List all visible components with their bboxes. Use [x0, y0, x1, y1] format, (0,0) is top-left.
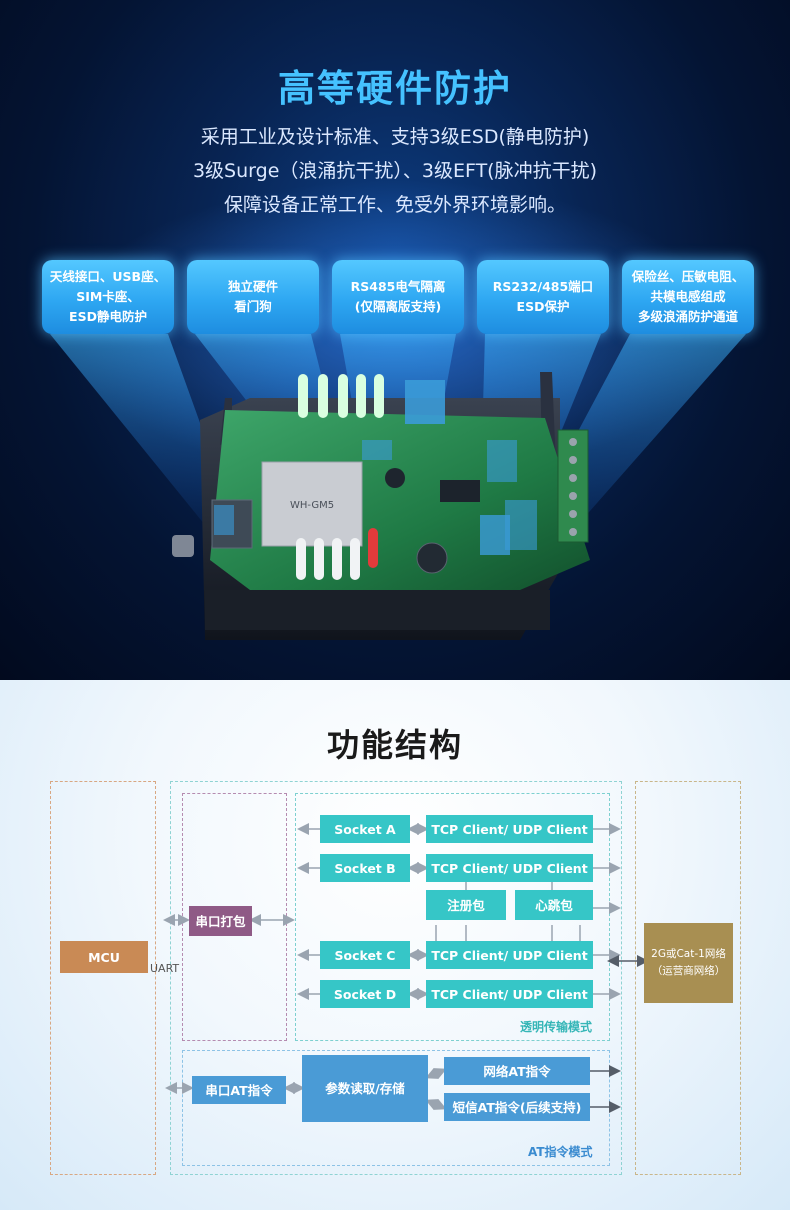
- card-line: RS232/485端口: [492, 279, 594, 294]
- card-line: 保险丝、压敏电阻、: [631, 269, 745, 284]
- tcp-client-block-c: TCP Client/ UDP Client: [426, 941, 593, 969]
- socket-a-block: Socket A: [320, 815, 410, 843]
- section-title: 功能结构: [326, 726, 463, 764]
- hardware-protection-section: 高等硬件防护 采用工业及设计标准、支持3级ESD(静电防护) 3级Surge（浪…: [0, 0, 790, 680]
- module-label: WH-GM5: [290, 500, 334, 511]
- transparent-mode-region: [295, 793, 610, 1041]
- card-line: RS485电气隔离: [350, 279, 446, 294]
- card-line: 看门狗: [234, 299, 272, 314]
- section-title: 高等硬件防护: [278, 67, 512, 110]
- feature-card-rs485-isolation: RS485电气隔离 (仅隔离版支持): [332, 260, 464, 334]
- card-line: SIM卡座、: [76, 289, 140, 304]
- network-line-1: 2G或Cat-1网络: [651, 948, 726, 960]
- mcu-block: MCU: [60, 941, 148, 973]
- circuit-board-image: WH-GM5: [172, 372, 590, 640]
- network-region: [635, 781, 741, 1175]
- feature-card-port-esd: RS232/485端口 ESD保护: [477, 260, 609, 334]
- card-line: 共模电感组成: [650, 289, 726, 304]
- tcp-client-block-d: TCP Client/ UDP Client: [426, 980, 593, 1008]
- serial-at-block: 串口AT指令: [192, 1076, 286, 1104]
- connection-arrows: [163, 823, 649, 1113]
- serial-pack-block: 串口打包: [189, 906, 252, 936]
- card-line: 独立硬件: [227, 279, 278, 294]
- card-line: ESD静电防护: [69, 309, 147, 324]
- mcu-region: [50, 781, 156, 1175]
- network-block: 2G或Cat-1网络 （运营商网络）: [644, 923, 733, 1003]
- description-line-1: 采用工业及设计标准、支持3级ESD(静电防护): [200, 126, 590, 148]
- card-line: (仅隔离版支持): [354, 299, 442, 314]
- description-line-3: 保障设备正常工作、免受外界环境影响。: [223, 194, 566, 216]
- heartbeat-packet-block: 心跳包: [515, 890, 593, 920]
- card-line: 天线接口、USB座、: [49, 269, 167, 284]
- module-region: [170, 781, 622, 1175]
- function-structure-section: 功能结构: [0, 680, 790, 1210]
- network-line-2: （运营商网络）: [651, 965, 726, 977]
- feature-card-watchdog: 独立硬件 看门狗: [187, 260, 319, 334]
- tcp-client-block-a: TCP Client/ UDP Client: [426, 815, 593, 843]
- feature-card-antenna-esd: 天线接口、USB座、 SIM卡座、 ESD静电防护: [42, 260, 174, 334]
- uart-label: UART: [150, 962, 180, 975]
- socket-d-block: Socket D: [320, 980, 410, 1008]
- param-rw-block: 参数读取/存储: [302, 1055, 428, 1122]
- description-line-2: 3级Surge（浪涌抗干扰）、3级EFT(脉冲抗干扰): [192, 160, 598, 182]
- sms-at-block: 短信AT指令(后续支持): [444, 1093, 590, 1121]
- at-mode-label: AT指令模式: [528, 1145, 593, 1159]
- transparent-mode-label: 透明传输模式: [520, 1020, 593, 1034]
- tcp-client-block-b: TCP Client/ UDP Client: [426, 854, 593, 882]
- card-line: 多级浪涌防护通道: [637, 309, 738, 324]
- socket-b-block: Socket B: [320, 854, 410, 882]
- socket-c-block: Socket C: [320, 941, 410, 969]
- register-packet-block: 注册包: [426, 890, 506, 920]
- network-at-block: 网络AT指令: [444, 1057, 590, 1085]
- card-line: ESD保护: [516, 299, 570, 314]
- feature-card-surge-protection: 保险丝、压敏电阻、 共模电感组成 多级浪涌防护通道: [622, 260, 754, 334]
